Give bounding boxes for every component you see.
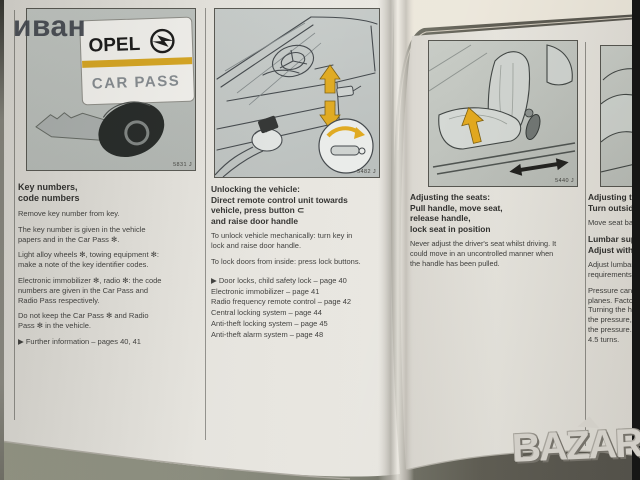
heading-key-numbers: Key numbers, code numbers (18, 182, 80, 203)
photo-edge-right (632, 0, 640, 480)
car-pass-card: OPEL CAR PASS (79, 16, 195, 106)
heading-adjusting-seats: Adjusting the seats: Pull handle, move s… (410, 192, 503, 234)
body-paragraph: Adjust lumbar requirements. (588, 260, 634, 279)
photo-edge-left (0, 0, 4, 480)
body-paragraph: Move seat bac (588, 218, 637, 228)
body-paragraph: Do not keep the Car Pass ✻ and Radio Pas… (18, 311, 149, 331)
watermark-bazar: BAZAR (511, 421, 640, 472)
car-pass-key-illustration: OPEL CAR PASS (35, 16, 195, 157)
body-paragraph: Electronic immobilizer ✻, radio ✻: the c… (18, 275, 162, 305)
door-handle-inset (318, 118, 374, 174)
section-key-numbers: Key numbers, code numbers Remove key num… (18, 182, 200, 353)
section-unlocking-vehicle: Unlocking the vehicle: Direct remote con… (211, 184, 385, 341)
figure-number: 5831 J (173, 162, 192, 168)
car-door-remote-illustration (215, 16, 378, 177)
opel-blitz-icon (150, 28, 175, 54)
seat-rails (432, 142, 576, 175)
page-edge-stack (394, 0, 640, 170)
partial-seat-illustration (601, 68, 640, 173)
handle-knob (524, 108, 534, 118)
figure-number: 5482 J (357, 169, 376, 175)
reference-list: ▶ Door locks, child safety lock – page 4… (211, 276, 385, 341)
move-seat-arrow-icon (509, 158, 569, 176)
section-adjusting-seats: Adjusting the seats: Pull handle, move s… (410, 192, 588, 275)
side-mirror (336, 85, 362, 98)
spine-fold (378, 0, 414, 480)
rear-seat-hint (546, 44, 573, 86)
background-lines (429, 44, 488, 92)
figure-remote-unlocking: 5482 J (214, 8, 380, 178)
window-glass-hatching (224, 22, 322, 106)
body-paragraph: To lock doors from inside: press lock bu… (211, 256, 361, 266)
column-rule (205, 8, 206, 440)
body-paragraph: To unlock vehicle mechanically: turn key… (211, 231, 353, 251)
reference-item: Electronic immobilizer – page 41 (211, 286, 320, 296)
body-paragraph: Remove key number from key. (18, 209, 120, 218)
cushion-line (448, 114, 508, 125)
seat-illustration (429, 44, 576, 176)
pull-handle-arrow-icon (461, 106, 485, 144)
body-paragraph: The key number is given in the vehicle p… (18, 224, 146, 244)
lock-button-arrows-icon (319, 64, 341, 130)
figure-number: 5440 J (555, 178, 574, 184)
gold-stripe (82, 57, 193, 68)
left-page-bottom-edge (0, 440, 351, 480)
car-pass-title: CAR PASS (92, 73, 181, 93)
reference-item: Radio frequency remote control – page 42 (211, 297, 352, 307)
reference-item: Anti-theft locking system – page 45 (211, 318, 328, 328)
opel-logo-text: OPEL (88, 34, 141, 57)
cross-reference: ▶ Further information – pages 40, 41 (18, 336, 141, 346)
remote-control-icon (258, 115, 279, 134)
column-rule (14, 10, 15, 420)
hand-with-remote (215, 115, 283, 177)
watermark-ivan: иван (13, 10, 87, 43)
figure-car-pass-and-key: OPEL CAR PASS 5831 J (26, 8, 196, 171)
reference-item: ▶ Door locks, child safety lock – page 4… (211, 275, 347, 285)
steering-wheel (271, 44, 315, 78)
heading-unlocking: Unlocking the vehicle: Direct remote con… (211, 184, 348, 226)
figure-seat-adjustment: 5440 J (428, 40, 578, 187)
reference-item: Anti-theft alarm system – page 48 (211, 329, 324, 339)
body-paragraph: Never adjust the driver's seat whilst dr… (410, 239, 557, 268)
reference-item: Central locking system – page 44 (211, 308, 322, 318)
body-paragraph: Light alloy wheels ✻, towing equipment ✻… (18, 250, 159, 270)
seat-cushion-partial (601, 94, 640, 142)
seat-cushion (438, 107, 522, 150)
car-key-icon (35, 101, 165, 157)
adjuster-handle (525, 113, 541, 141)
column-rule (585, 42, 586, 446)
